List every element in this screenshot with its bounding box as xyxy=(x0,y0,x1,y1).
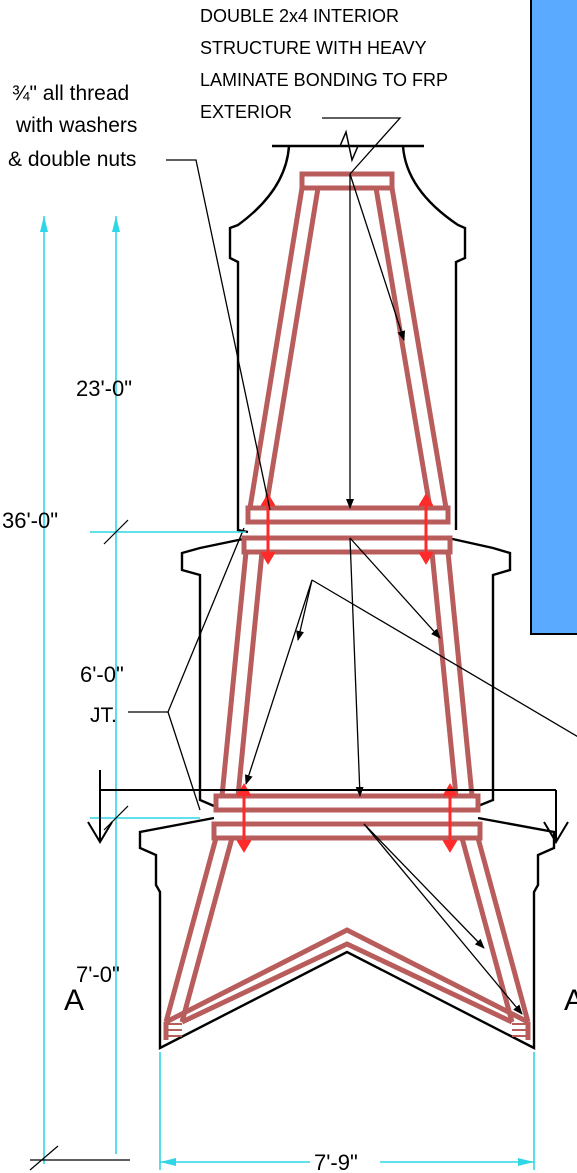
section-mark-left: A xyxy=(64,984,84,1017)
structure-note-line2: STRUCTURE WITH HEAVY xyxy=(200,38,427,58)
dim-middle-section: 6'-0" xyxy=(80,662,124,687)
dimension-lines xyxy=(29,216,535,1171)
structure-note-line4: EXTERIOR xyxy=(200,102,292,122)
thread-note-line3: & double nuts xyxy=(8,148,136,171)
bolts xyxy=(236,493,458,853)
middle-frame xyxy=(213,535,481,813)
bolt-lower-right xyxy=(442,783,458,853)
structure-leaders xyxy=(322,117,523,1015)
joint-leaders xyxy=(128,527,245,811)
joint-label: JT. xyxy=(90,704,117,727)
section-cut xyxy=(87,770,569,844)
blue-panel xyxy=(530,0,577,635)
break-symbol xyxy=(330,129,370,163)
section-mark-right: A xyxy=(564,984,577,1017)
bolt-upper-left xyxy=(260,493,276,565)
dim-overall-height: 36'-0" xyxy=(2,508,58,533)
column-outline xyxy=(138,144,556,1050)
base-width-label-bg xyxy=(310,1150,380,1173)
thread-note-line2: with washers xyxy=(15,114,137,137)
dim-base-width: 7'-9" xyxy=(314,1150,358,1173)
thread-leaders xyxy=(166,159,577,785)
structure-note-line1: DOUBLE 2x4 INTERIOR xyxy=(200,6,399,26)
dim-upper-section: 23'-0" xyxy=(76,376,132,401)
lower-frame xyxy=(163,821,531,1040)
upper-frame xyxy=(245,171,451,525)
thread-note-line1: ¾" all thread xyxy=(12,82,129,105)
base-blocks xyxy=(168,1023,526,1037)
bolt-upper-right xyxy=(418,493,434,565)
structure-note-line3: LAMINATE BONDING TO FRP xyxy=(200,70,448,90)
dim-lower-section: 7'-0" xyxy=(76,962,120,987)
bolt-lower-left xyxy=(236,783,252,853)
